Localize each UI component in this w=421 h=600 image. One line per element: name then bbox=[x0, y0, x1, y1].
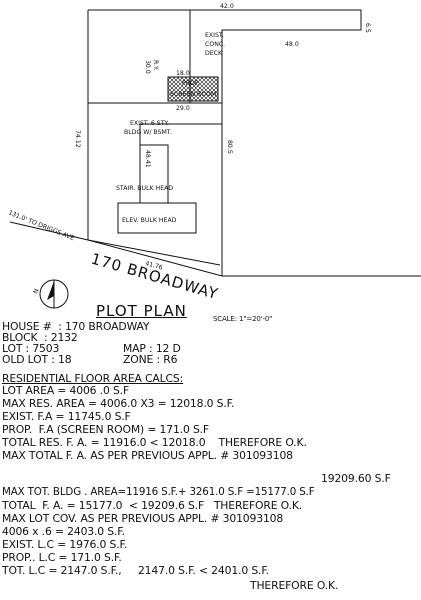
bldg-label-1: EXIST. 6 STY. bbox=[130, 120, 169, 127]
calc-line: TOT. L.C = 2147.0 S.F., 2147.0 S.F. < 24… bbox=[2, 564, 269, 577]
row-label-2: R.Y. bbox=[152, 60, 159, 71]
deck-label-2: CONC. bbox=[205, 41, 225, 48]
dim-top-label: 42.0 bbox=[220, 3, 234, 10]
broadway-lot-line bbox=[87, 239, 223, 277]
elev-bulkhead bbox=[117, 202, 197, 234]
calc-line: THEREFORE O.K. bbox=[250, 579, 339, 592]
north-label: N bbox=[32, 288, 40, 295]
stair-bulkhead-label: STAIR. BULK HEAD bbox=[116, 185, 173, 192]
dim-left-label: 74.12 bbox=[74, 130, 81, 148]
calc-line: PROP.. L.C = 171.0 S.F. bbox=[2, 551, 122, 564]
plot-plan-drawing: 42.0 6.5 48.0 EXIST. CONC. DECK 30.0 R.Y… bbox=[7, 3, 421, 309]
zone-label: ZONE : R6 bbox=[123, 353, 178, 366]
screen-room bbox=[167, 76, 219, 102]
calc-line: LOT AREA = 4006 .0 S.F bbox=[2, 384, 130, 397]
calc-line: MAX TOTAL F. A. AS PER PREVIOUS APPL. # … bbox=[2, 449, 293, 462]
calcs-heading: RESIDENTIAL FLOOR AREA CALCS: bbox=[2, 372, 184, 385]
screen-prop-label: PROP. bbox=[182, 80, 200, 87]
screen-room-label: SCREEN ROOM bbox=[170, 91, 216, 98]
calc-line: EXIST. L.C = 1976.0 S.F. bbox=[2, 538, 128, 551]
bldg-label-2: BLDG W/ BSMT. bbox=[124, 129, 172, 136]
broadway-edge-line bbox=[9, 221, 89, 241]
dim-deck-label: 48.0 bbox=[285, 41, 299, 48]
north-arrow-icon bbox=[39, 279, 69, 309]
house-number: HOUSE # : 170 BROADWAY bbox=[2, 320, 150, 333]
calc-line: TOTAL F. A. = 15177.0 < 19209.6 S.F THER… bbox=[2, 499, 303, 512]
calc-line: TOTAL RES. F. A. = 11916.0 < 12018.0 THE… bbox=[2, 436, 307, 449]
dim-right-label: 80.5 bbox=[226, 140, 233, 154]
elev-bulkhead-label: ELEV. BULK HEAD bbox=[122, 217, 177, 224]
deck-label-3: DECK bbox=[205, 50, 223, 57]
dim-bottom-label: 41.76 bbox=[144, 260, 163, 271]
map-number: MAP : 12 D bbox=[123, 342, 181, 355]
row-label-1: 30.0 bbox=[144, 60, 151, 74]
plot-plan-title: PLOT PLAN bbox=[96, 302, 187, 320]
scale-label: SCALE: 1"=20'-0" bbox=[213, 315, 273, 323]
building-outline bbox=[87, 10, 221, 266]
calc-line: MAX LOT COV. AS PER PREVIOUS APPL. # 301… bbox=[2, 512, 284, 525]
dim-right-small-label: 6.5 bbox=[364, 23, 371, 33]
calc-line: MAX TOT. BLDG . AREA=11916 S.F.+ 3261.0 … bbox=[2, 486, 315, 498]
dim-inner-label: 48.41 bbox=[144, 150, 151, 168]
screen-dim-label: 18.0 bbox=[176, 70, 190, 77]
block-number: BLOCK : 2132 bbox=[2, 331, 78, 344]
calc-line: MAX RES. AREA = 4006.0 X3 = 12018.0 S.F. bbox=[2, 397, 235, 410]
deck-label-1: EXIST. bbox=[205, 32, 224, 39]
calc-line: PROP. F.A (SCREEN ROOM) = 171.0 S.F bbox=[2, 423, 209, 436]
driggs-label: 131.0' TO DRIGGS AVE bbox=[7, 209, 75, 242]
property-outline bbox=[88, 9, 362, 276]
calc-line: EXIST. F.A = 11745.0 S.F bbox=[2, 410, 131, 423]
old-lot-number: OLD LOT : 18 bbox=[2, 353, 72, 366]
calc-line: 4006 x .6 = 2403.0 S.F. bbox=[2, 525, 125, 538]
lot-number: LOT : 7503 bbox=[2, 342, 60, 355]
calc-line: 19209.60 S.F bbox=[321, 472, 391, 485]
dim-under-screen-label: 29.0 bbox=[176, 105, 190, 112]
